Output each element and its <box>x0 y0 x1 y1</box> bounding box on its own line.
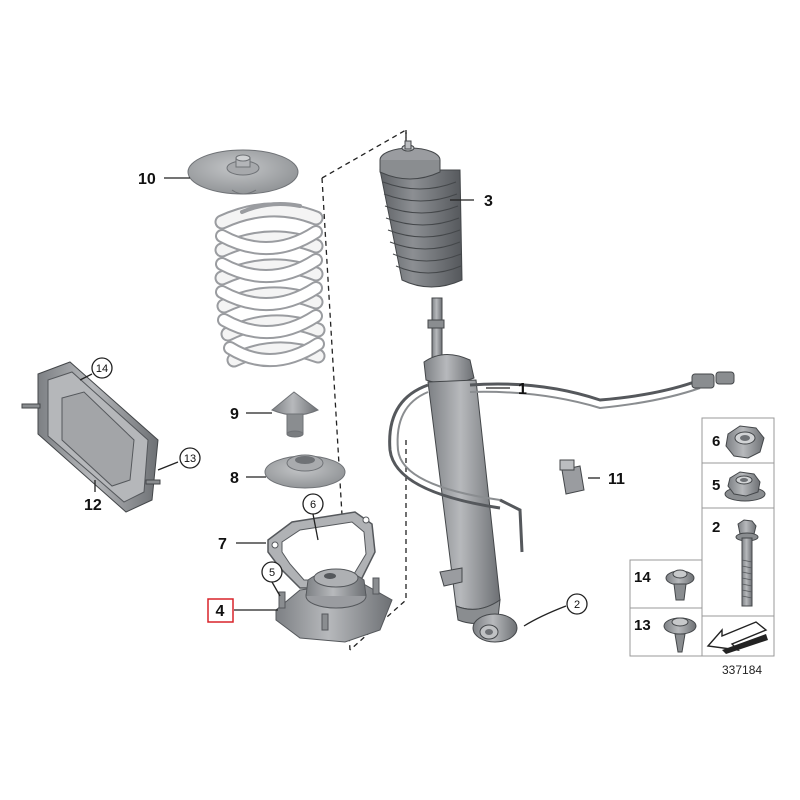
callout-6: 6 <box>310 499 316 511</box>
callout-11[interactable]: 11 <box>608 471 625 488</box>
callout-2: 2 <box>574 599 580 611</box>
callout-2-circle[interactable]: 2 <box>566 593 588 615</box>
leader-2 <box>523 605 567 627</box>
gasket <box>267 511 376 589</box>
flange-nut-icon <box>724 471 766 502</box>
spring-seat <box>264 454 346 489</box>
strut-mount <box>275 568 393 643</box>
legend-label-6: 6 <box>712 433 720 450</box>
callout-14: 14 <box>96 363 108 375</box>
leader-6 <box>312 513 319 541</box>
hex-bolt-icon <box>735 519 759 607</box>
cover-plate <box>21 361 161 513</box>
expanding-rivet-icon <box>665 569 695 601</box>
callout-14-circle[interactable]: 14 <box>91 357 113 379</box>
dust-boot <box>379 140 463 288</box>
shock-absorber <box>388 297 735 643</box>
callout-5: 5 <box>269 567 275 579</box>
callout-10[interactable]: 10 <box>138 171 156 188</box>
fastener-legend: 6 5 2 <box>629 417 775 657</box>
callout-4: 4 <box>216 603 225 620</box>
bump-stop <box>271 391 319 438</box>
callout-3[interactable]: 3 <box>484 193 493 210</box>
callout-9[interactable]: 9 <box>230 406 239 423</box>
reference-number: 337184 <box>722 663 762 677</box>
spring-pad-disc <box>187 149 299 195</box>
leader-14 <box>79 373 93 381</box>
callout-13: 13 <box>184 453 196 465</box>
push-rivet-icon <box>663 617 697 653</box>
legend-label-14: 14 <box>634 569 651 586</box>
arrow-icon <box>706 621 768 654</box>
legend-label-2: 2 <box>712 519 720 536</box>
callout-13-circle[interactable]: 13 <box>179 447 201 469</box>
legend-label-13: 13 <box>634 617 651 634</box>
legend-label-5: 5 <box>712 477 720 494</box>
callout-7[interactable]: 7 <box>218 536 227 553</box>
callout-4-highlight[interactable]: 4 <box>207 598 234 623</box>
hex-nut-icon <box>725 425 765 459</box>
callout-1[interactable]: 1 <box>518 381 527 398</box>
callout-5-circle[interactable]: 5 <box>261 561 283 583</box>
coil-spring <box>214 202 326 368</box>
callout-6-circle[interactable]: 6 <box>302 493 324 515</box>
leader-13 <box>157 461 179 471</box>
callout-8[interactable]: 8 <box>230 470 239 487</box>
leader-5 <box>271 581 281 597</box>
clip <box>559 459 585 495</box>
callout-12[interactable]: 12 <box>84 497 102 514</box>
